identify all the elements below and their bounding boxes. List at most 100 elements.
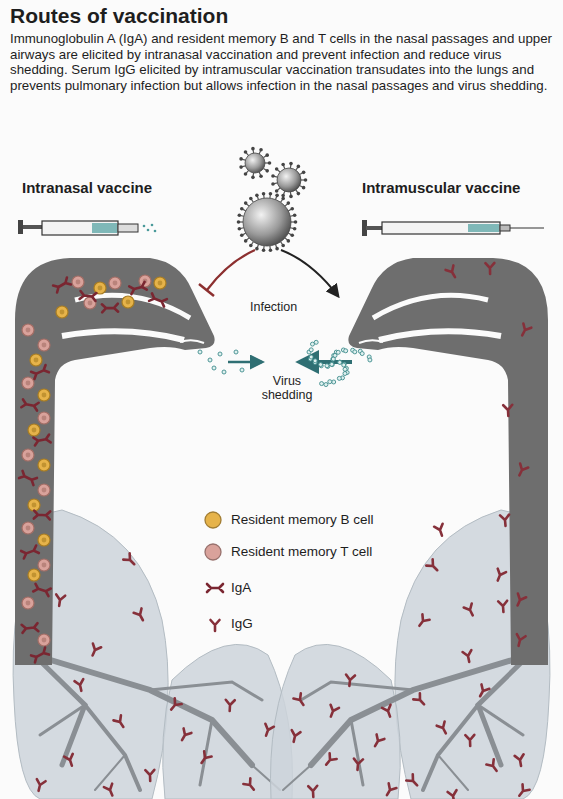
igg-symbol	[134, 608, 147, 622]
igg-symbol	[426, 559, 440, 573]
b-cell	[28, 569, 40, 581]
virus-particle	[208, 358, 212, 362]
iga-symbol	[33, 584, 51, 596]
b-cell	[38, 459, 50, 471]
right-head-airway	[271, 258, 550, 799]
b-cell	[122, 296, 134, 308]
virus-particle	[326, 364, 330, 368]
block-bar	[199, 284, 214, 296]
title: Routes of vaccination	[10, 4, 228, 28]
t-cell	[72, 276, 84, 288]
igg-symbol	[293, 693, 307, 707]
iga-symbol	[80, 291, 97, 301]
igg-symbol	[413, 693, 427, 707]
iga-symbol	[102, 304, 118, 313]
b-cell	[30, 354, 42, 366]
igg-symbol	[123, 553, 137, 567]
virus-particle	[328, 380, 332, 384]
virus-particle	[342, 363, 346, 367]
iga-symbol	[34, 511, 50, 520]
virus-particle	[324, 383, 328, 387]
arrow-label: Infection	[250, 300, 320, 314]
igg-symbol	[416, 614, 430, 628]
igg-symbol	[113, 715, 127, 729]
route-label: Intramuscular vaccine	[362, 181, 562, 195]
iga-symbol	[31, 365, 49, 379]
virus-particle	[338, 360, 342, 364]
virus-particle	[325, 364, 329, 368]
igg-symbol	[463, 650, 474, 663]
virus-particle	[218, 352, 222, 356]
virus	[271, 162, 307, 198]
virus-particle	[313, 359, 317, 363]
virus-particle	[342, 362, 346, 366]
blocked-infection-line	[207, 250, 255, 290]
igg-symbol	[289, 730, 300, 743]
igg-symbol	[448, 790, 459, 799]
t-cell	[22, 377, 34, 389]
virus-particle	[343, 372, 347, 376]
legend-samples	[205, 512, 223, 631]
virus-particle	[234, 350, 238, 354]
iga-symbol	[19, 471, 37, 485]
virus-particle	[198, 350, 202, 354]
igg-symbol	[383, 783, 396, 797]
legend-text: Resident memory B cell	[231, 511, 374, 528]
igg-symbol	[486, 759, 500, 773]
igg-symbol	[476, 684, 489, 698]
iga-symbol	[21, 399, 38, 410]
virus-particle	[222, 370, 226, 374]
shedding-arrow	[228, 361, 262, 364]
t-cell	[38, 339, 50, 351]
iga-symbol	[33, 435, 50, 446]
iga-symbol	[149, 293, 167, 306]
virus-particle	[331, 357, 335, 361]
virus-particle	[353, 350, 357, 354]
nasal-spray	[18, 220, 156, 235]
virus-particle	[332, 380, 336, 384]
igg-symbol	[64, 754, 76, 767]
igg-symbol	[513, 594, 526, 608]
legend-text: IgA	[231, 579, 251, 596]
igg-symbol	[88, 644, 101, 658]
virus-particle	[360, 352, 364, 356]
igg-symbol	[498, 601, 508, 613]
igg-symbol	[225, 700, 235, 711]
igg-symbol	[34, 779, 45, 792]
igg-symbol	[485, 263, 494, 274]
t-cell	[22, 597, 34, 609]
virus-particle	[314, 340, 318, 344]
b-cell	[56, 306, 68, 318]
igg-symbol	[74, 679, 85, 692]
igg-symbol	[518, 323, 531, 337]
t-cell	[22, 522, 34, 534]
igg-symbol	[382, 705, 394, 718]
caption: Immunoglobulin A (IgA) and resident memo…	[10, 31, 556, 93]
virus-particle	[344, 349, 348, 353]
virus-particle	[337, 376, 341, 380]
igg-symbol	[406, 774, 420, 788]
legend-text: IgG	[231, 615, 253, 632]
igg-symbol	[323, 753, 337, 767]
igg-symbol	[515, 464, 528, 478]
igg-symbol	[211, 620, 220, 631]
iga-symbol	[31, 648, 49, 663]
t-cell	[38, 559, 50, 571]
route-label: Intranasal vaccine	[22, 181, 222, 195]
virus-particle	[309, 348, 313, 352]
igg-symbol	[464, 604, 477, 618]
igg-symbol	[327, 705, 339, 718]
b-cell	[154, 277, 166, 289]
b-cell	[28, 499, 40, 511]
virus-particle	[330, 363, 334, 367]
iga-symbol	[21, 546, 39, 559]
virus-particle	[330, 362, 334, 366]
igg-symbol	[104, 784, 117, 798]
igg-symbol	[371, 734, 384, 748]
legend-swatch	[205, 544, 221, 560]
igg-symbol	[308, 786, 318, 797]
igg-symbol	[353, 759, 363, 771]
igg-symbol	[168, 698, 182, 712]
b-cell	[38, 534, 50, 546]
